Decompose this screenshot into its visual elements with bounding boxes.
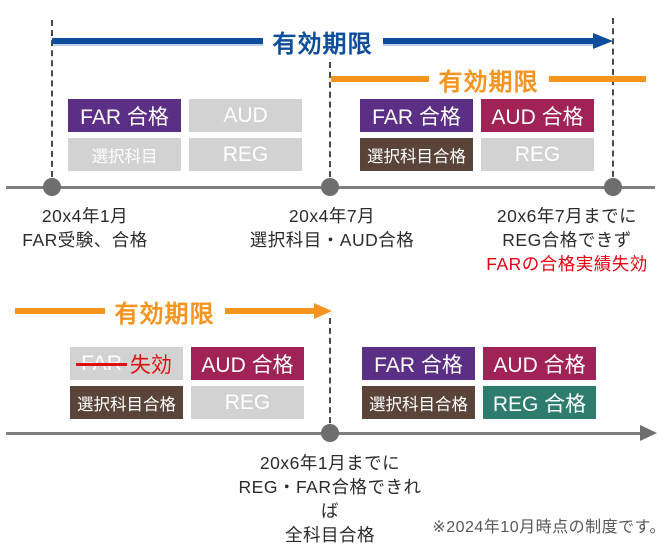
subject-box-reg: REG: [191, 386, 304, 419]
milestone-line: 20x6年7月までに: [496, 206, 638, 226]
timeline-dot-1: [43, 178, 61, 196]
arrow-line-segment: [52, 38, 263, 44]
dashed-line-end-top: [612, 18, 614, 187]
milestone-line: FAR受験、合格: [22, 230, 148, 251]
subject-box-aud-passed: AUD 合格: [483, 347, 596, 380]
milestone-20x6-jul: 20x6年7月までに REG合格できず FARの合格実績失効: [467, 204, 667, 276]
subject-box-elective-passed: 選択科目合格: [360, 138, 473, 171]
milestone-line: 20x4年7月: [288, 206, 376, 226]
footnote-system-date: ※2024年10月時点の制度です。: [432, 519, 666, 536]
milestone-20x6-jan: 20x6年1月までに REG・FAR合格できれば 全科目合格: [230, 451, 430, 548]
milestone-line: REG合格できず: [502, 230, 632, 251]
arrow-line-segment: [382, 38, 593, 44]
arrow-line-segment: [331, 76, 429, 82]
subject-box-aud: AUD: [189, 99, 302, 132]
expired-text: 失効: [129, 353, 172, 377]
timeline-dot-3: [604, 178, 622, 196]
validity-line-orange-top: 有効期限: [331, 66, 646, 96]
validity-arrow-orange-bottom: 有効期限: [15, 298, 332, 328]
timeline-dot-2: [321, 178, 339, 196]
dashed-line-start-top: [51, 20, 53, 187]
milestone-line: 20x6年1月までに: [259, 453, 401, 473]
milestone-line: 選択科目・AUD合格: [249, 230, 415, 251]
subject-group-2: FAR 合格 AUD 合格 選択科目合格 REG: [360, 99, 594, 171]
validity-arrow-blue: 有効期限: [52, 28, 613, 58]
timeline-arrowhead-icon: [640, 425, 657, 441]
validity-period-label-orange-bottom: 有効期限: [114, 300, 215, 328]
dashed-line-mid-top: [329, 62, 331, 187]
milestone-line: 20x4年1月: [41, 206, 129, 226]
subject-group-3: FAR 失効 AUD 合格 選択科目合格 REG: [70, 347, 304, 419]
subject-box-far-passed: FAR 合格: [362, 347, 475, 380]
timeline-dot-4: [321, 424, 339, 442]
arrow-line-segment: [224, 308, 314, 314]
arrowhead-orange-icon: [314, 303, 332, 319]
milestone-20x4-jan: 20x4年1月 FAR受験、合格: [0, 204, 170, 252]
subject-box-aud-passed: AUD 合格: [481, 99, 594, 132]
subject-box-reg: REG: [189, 138, 302, 171]
milestone-20x4-jul: 20x4年7月 選択科目・AUD合格: [232, 204, 432, 252]
subject-group-4: FAR 合格 AUD 合格 選択科目合格 REG 合格: [362, 347, 596, 419]
subject-box-elective-passed: 選択科目合格: [70, 386, 183, 419]
far-strikethrough-text: FAR: [76, 351, 127, 375]
subject-box-aud-passed: AUD 合格: [191, 347, 304, 380]
arrow-line-segment: [15, 308, 105, 314]
milestone-line: 全科目合格: [285, 525, 375, 546]
far-expiry-warning: FARの合格実績失効: [486, 254, 648, 275]
subject-box-elective: 選択科目: [68, 138, 181, 171]
subject-box-far-passed: FAR 合格: [360, 99, 473, 132]
validity-period-label-blue: 有効期限: [272, 30, 373, 58]
subject-box-far-passed: FAR 合格: [68, 99, 181, 132]
subject-box-reg-passed: REG 合格: [483, 386, 596, 419]
validity-period-label-orange-top: 有効期限: [438, 68, 539, 96]
arrow-line-segment: [548, 76, 646, 82]
subject-group-1: FAR 合格 AUD 選択科目 REG: [68, 99, 302, 171]
arrowhead-blue-icon: [593, 33, 613, 49]
subject-box-far-expired: FAR 失効: [70, 347, 183, 380]
subject-box-elective-passed: 選択科目合格: [362, 386, 475, 419]
milestone-line: REG・FAR合格できれば: [238, 477, 422, 522]
dashed-line-mid-bottom: [329, 318, 331, 433]
subject-box-reg: REG: [481, 138, 594, 171]
